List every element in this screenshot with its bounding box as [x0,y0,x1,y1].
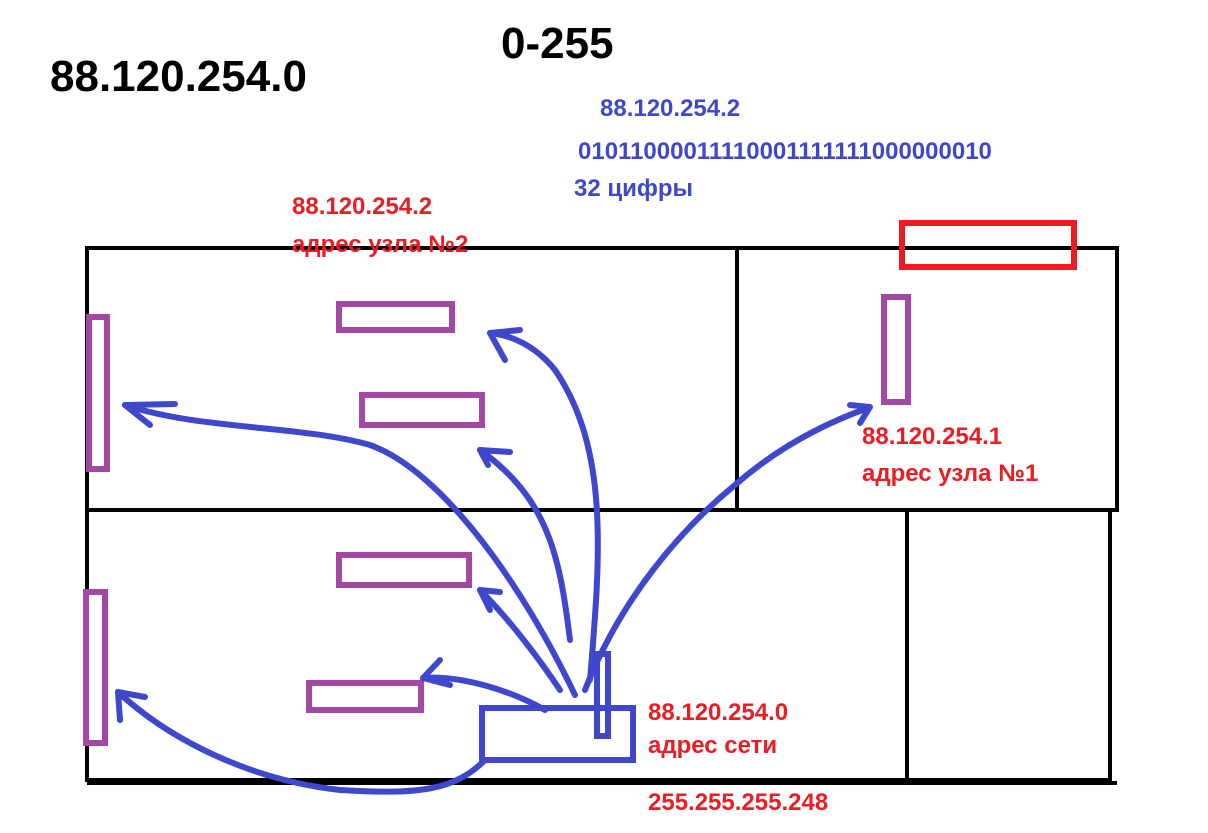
arrow-to-left-lower-head [115,689,148,723]
device-right-node1 [881,294,911,405]
blue-address-label: 88.120.254.2 [600,95,741,122]
room-walls [85,246,1119,785]
router [479,651,636,763]
device-left-upper [86,314,110,472]
room-bottom-left [85,508,909,782]
device-bottom-b [306,680,424,713]
arrow-to-left-upper-head [122,401,178,428]
arrow-to-device-top-a-head [487,327,523,363]
device-top-b [359,392,485,428]
network-heading: 88.120.254.0 [50,52,307,101]
devices [83,294,911,746]
network-address-label: 88.120.254.0 [648,699,789,726]
arrow-to-device-top-b-head [477,447,513,468]
device-left-lower [83,589,108,746]
arrow-to-device-bottom-a-head [477,587,503,613]
arrow-to-device-bottom-a [477,587,563,693]
arrow-to-device-top-b [477,447,573,643]
arrow-to-device-top-a [487,330,601,683]
binary-address-label: 01011000011110001111111000000010 [578,138,992,165]
node1-address-label: 88.120.254.1 [862,423,1003,450]
node1-caption-label: адрес узла №1 [862,460,1039,487]
room-bottom-right [905,508,1112,782]
arrow-to-device-bottom-b [420,674,548,713]
device-top-a [336,301,455,333]
router-antenna [594,651,611,739]
arrow-to-node1 [582,405,871,693]
arrow-to-device-bottom-b-head [420,657,453,688]
arrow-to-node1-head [847,402,873,426]
network-caption-label: адрес сети [648,732,778,759]
node2-address-label: 88.120.254.2 [292,193,433,220]
range-heading: 0-255 [501,19,614,68]
highlight-block [899,220,1077,270]
connection-arrows [115,327,873,795]
device-bottom-a [336,552,472,588]
node2-caption-label: адрес узла №2 [292,231,469,258]
subnet-mask-label: 255.255.255.248 [648,789,829,816]
router-box [479,705,636,763]
arrow-to-left-upper [122,402,578,698]
digits-note-label: 32 цифры [574,175,694,202]
arrow-to-left-lower [115,689,488,795]
